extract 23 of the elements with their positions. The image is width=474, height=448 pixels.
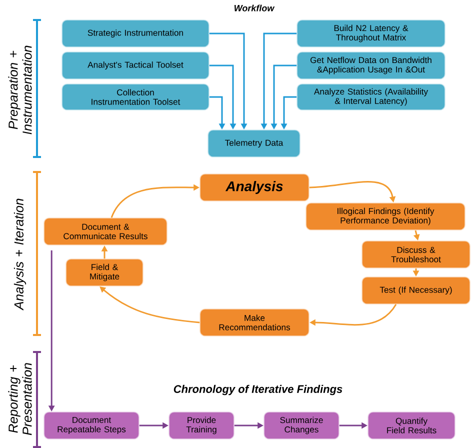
step-box: Summarize Changes	[264, 412, 340, 440]
step-box: Provide Training	[168, 412, 234, 440]
step-box: Quantify Field Results	[368, 412, 456, 440]
process-box: Telemetry Data	[208, 130, 300, 158]
process-box: Build N2 Latency & Throughout Matrix	[296, 20, 446, 48]
process-box: Analyst's Tactical Toolset	[62, 52, 210, 80]
section-label: Preparation + Instrumentation	[8, 46, 32, 134]
title: Workflow	[234, 4, 275, 12]
process-box: Get Netflow Data on Bandwidth &Application Usage In &Out	[296, 52, 446, 80]
process-box: Document & Communicate Results	[44, 218, 168, 246]
section-heading: Chronology of Iterative Findings	[174, 384, 342, 396]
process-box: Collection Instrumentation Toolset	[62, 84, 210, 110]
process-box: Discuss & Troubleshoot	[362, 240, 470, 268]
step-box: Document Repeatable Steps	[44, 412, 140, 440]
process-box: Strategic Instrumentation	[62, 20, 210, 48]
section-label: Analysis + Iteration	[14, 198, 26, 310]
section-label: Reporting + Presentation	[8, 363, 32, 436]
heading-box: Analysis	[200, 174, 310, 202]
process-box: Analyze Statistics (Availability & Interval Latency)	[296, 84, 446, 110]
process-box: Test (If Necessary)	[362, 276, 470, 304]
process-box: Make Recommendations	[200, 308, 310, 336]
process-box: Illogical Findings (Identify Performance Deviation)	[306, 202, 466, 230]
process-box: Field & Mitigate	[66, 258, 144, 286]
